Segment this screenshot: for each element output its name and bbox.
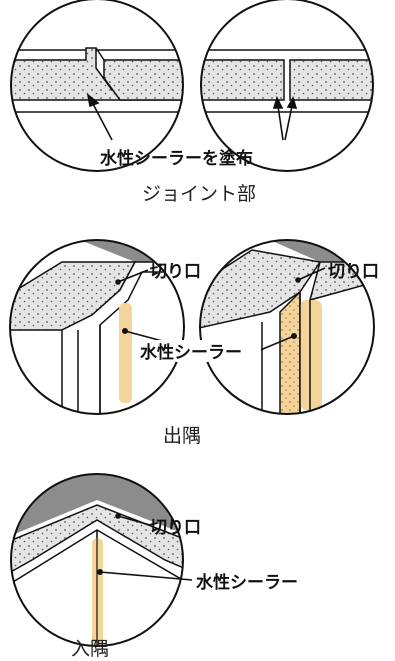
outside-sealer-label: 水性シーラー	[140, 342, 242, 363]
outside-corner-left-detail	[9, 239, 185, 415]
joint-sealer-arrows	[86, 93, 298, 141]
inside-corner-leaders	[97, 513, 193, 581]
outside-caption: 出隅	[163, 425, 201, 447]
joint-sealer-label: 水性シーラーを塗布	[100, 148, 253, 169]
joint-right-detail	[200, 0, 374, 172]
outside-corner-right-detail	[199, 239, 375, 415]
inside-sealer-label: 水性シーラー	[196, 572, 298, 593]
inside-caption: 入隅	[71, 638, 109, 660]
inside-corner-detail	[10, 473, 184, 647]
joint-left-detail	[10, 0, 184, 172]
outside-cut-left-label: 切り口	[150, 262, 201, 282]
inside-cut-label: 切り口	[150, 518, 201, 538]
outside-cut-right-label: 切り口	[328, 262, 379, 282]
joint-caption: ジョイント部	[142, 183, 256, 205]
